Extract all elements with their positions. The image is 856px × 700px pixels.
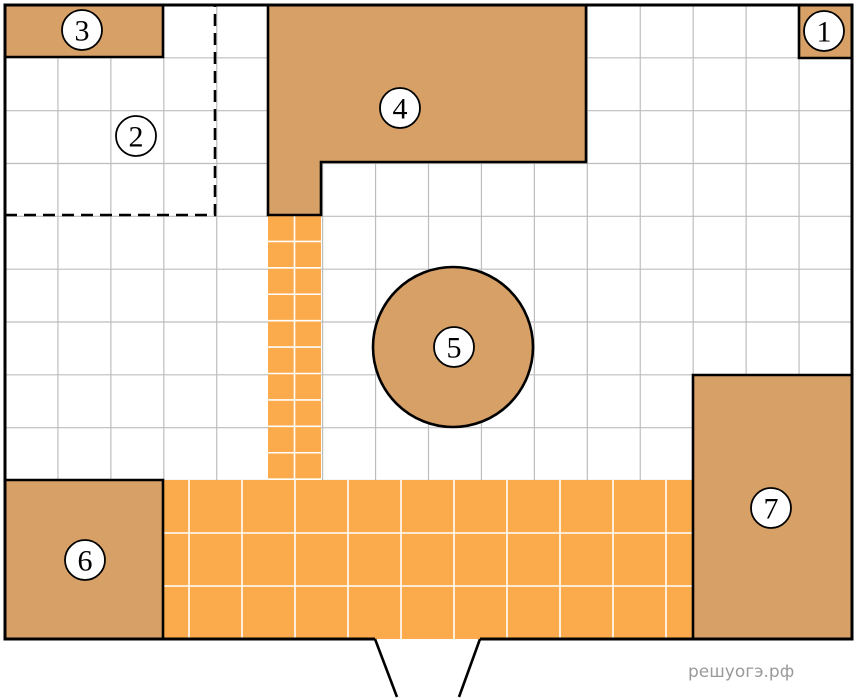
label-7-circle xyxy=(750,487,792,529)
path-horizontal-strip xyxy=(162,480,693,639)
label-2-circle xyxy=(115,115,157,157)
building-4-outline xyxy=(266,5,588,217)
label-7-text: 7 xyxy=(764,493,779,526)
label-3-text: 3 xyxy=(75,15,90,48)
label-4-text: 4 xyxy=(393,93,408,126)
path-tile-lines xyxy=(162,215,693,639)
building-3-outline xyxy=(5,5,165,59)
label-6-text: 6 xyxy=(78,545,93,578)
label-1-circle xyxy=(803,10,845,52)
building-6-outline xyxy=(5,478,165,639)
label-2-text: 2 xyxy=(129,121,144,154)
gate-right-leaf xyxy=(457,638,482,698)
label-3: 3 xyxy=(61,9,103,51)
plot-2-dashed-boundary xyxy=(5,5,217,217)
label-2: 2 xyxy=(115,115,157,157)
label-5-text: 5 xyxy=(447,332,462,365)
watermark: решуогэ.рф xyxy=(688,662,794,682)
label-6-circle xyxy=(64,539,106,581)
label-6: 6 xyxy=(64,539,106,581)
label-5-circle xyxy=(433,326,475,368)
label-1-text: 1 xyxy=(817,16,832,49)
label-7: 7 xyxy=(750,487,792,529)
label-4: 4 xyxy=(379,87,421,129)
label-4-circle xyxy=(379,87,421,129)
building-7-outline xyxy=(691,373,852,639)
building-4 xyxy=(268,5,586,215)
outer-wall xyxy=(3,3,854,641)
building-outlines xyxy=(5,5,852,639)
building-5-outline xyxy=(371,265,535,429)
label-3-circle xyxy=(61,9,103,51)
tiled-path xyxy=(162,215,693,639)
building-1-outline xyxy=(797,5,852,60)
label-5: 5 xyxy=(433,326,475,368)
label-1: 1 xyxy=(803,10,845,52)
gate-left-leaf xyxy=(373,638,399,698)
